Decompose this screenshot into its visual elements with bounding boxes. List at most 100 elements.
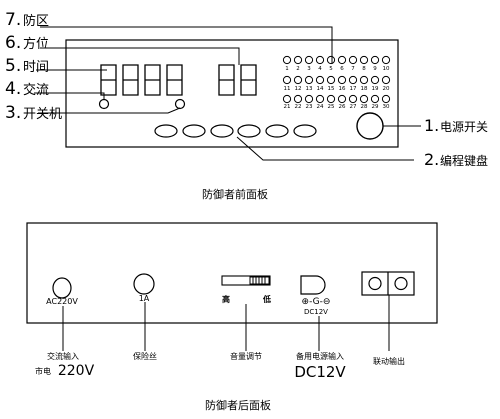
back-leader-lines (62, 295, 390, 351)
zone-led (326, 94, 336, 104)
backup-power-text: 备用电源输入 (296, 351, 344, 361)
zone-number-label: 20 (383, 86, 390, 92)
zone-led (381, 94, 391, 104)
volume-high-label: 高 (222, 294, 230, 304)
zone-number-label: 8 (362, 66, 366, 72)
zone-led (359, 55, 369, 65)
dc12v-connector[interactable] (300, 275, 326, 295)
zone-number-label: 18 (361, 86, 368, 92)
zone-led (293, 75, 303, 85)
dc-polarity-label: ⊕-G-⊖ (302, 297, 331, 307)
linkage-output-terminal[interactable] (361, 271, 415, 296)
callout-ac-text: 交流 (23, 82, 49, 98)
time-display (100, 64, 183, 96)
callout-keypad-number: 2. (424, 150, 439, 169)
zone-number-label: 11 (284, 86, 291, 92)
zone-led (282, 55, 292, 65)
zone-led (282, 75, 292, 85)
zone-number-label: 27 (350, 104, 357, 110)
zone-led (326, 55, 336, 65)
zone-led (370, 75, 380, 85)
zone-led (348, 94, 358, 104)
zone-number-label: 22 (295, 104, 302, 110)
programming-keypad[interactable] (154, 124, 317, 138)
callout-power-on-text: 开关机 (23, 107, 62, 122)
keypad-key[interactable] (154, 124, 178, 138)
volume-text: 音量调节 (230, 351, 262, 361)
zone-led (315, 55, 325, 65)
zone-led (282, 94, 292, 104)
callout-time-number: 5. (5, 56, 21, 76)
zone-number-label: 3 (307, 66, 311, 72)
zone-number-label: 19 (372, 86, 379, 92)
zone-led (370, 55, 380, 65)
zone-led (293, 55, 303, 65)
volume-low-label: 低 (262, 294, 271, 304)
ac-port-label: AC220V (46, 297, 78, 306)
mains-prefix-text: 市电 (35, 366, 51, 376)
callout-keypad-text: 编程键盘 (440, 153, 488, 168)
zone-number-label: 9 (373, 66, 377, 72)
zone-led (381, 75, 391, 85)
callout-zone-number: 7. (5, 10, 21, 30)
fuse-text: 保险丝 (133, 351, 157, 361)
zone-led (304, 94, 314, 104)
ac-input-text: 交流输入 (47, 351, 79, 361)
zone-number-label: 24 (317, 104, 324, 110)
ac-power-socket[interactable] (52, 277, 72, 299)
zone-number-label: 30 (383, 104, 390, 110)
zone-led (315, 75, 325, 85)
zone-led (359, 75, 369, 85)
volume-slider-handle[interactable] (249, 276, 270, 285)
keypad-key[interactable] (265, 124, 289, 138)
backup-voltage-text: DC12V (294, 363, 346, 381)
zone-number-label: 12 (295, 86, 302, 92)
zone-led (381, 55, 391, 65)
zone-number-label: 5 (329, 66, 333, 72)
zone-number-label: 17 (350, 86, 357, 92)
volume-slider-track[interactable] (221, 275, 271, 286)
zone-led (326, 75, 336, 85)
callout-power-switch-text: 电源开关 (440, 120, 488, 134)
ac-indicator-light (98, 98, 110, 110)
callout-direction-text: 方位 (23, 36, 49, 52)
callout-time-text: 时间 (23, 60, 49, 75)
zone-led (370, 94, 380, 104)
zone-number-label: 25 (328, 104, 335, 110)
keypad-key[interactable] (293, 124, 317, 138)
linkage-output-text: 联动输出 (373, 356, 405, 366)
keypad-key[interactable] (237, 124, 261, 138)
zone-number-label: 13 (306, 86, 313, 92)
zone-number-label: 1 (285, 66, 289, 72)
zone-number-label: 7 (351, 66, 355, 72)
zone-led (293, 94, 303, 104)
zone-number-label: 14 (317, 86, 324, 92)
mains-voltage-text: 220V (58, 363, 95, 379)
callout-ac-number: 4. (5, 79, 21, 99)
callout-direction-number: 6. (5, 33, 21, 53)
zone-led (315, 94, 325, 104)
zone-led (337, 94, 347, 104)
callout-power-on-number: 3. (5, 103, 21, 123)
keypad-key[interactable] (210, 124, 234, 138)
zone-number-label: 2 (296, 66, 300, 72)
fuse-holder[interactable] (133, 273, 155, 295)
zone-number-label: 23 (306, 104, 313, 110)
zone-number-label: 21 (284, 104, 291, 110)
zone-number-label: 10 (383, 66, 390, 72)
zone-number-label: 29 (372, 104, 379, 110)
zone-led (359, 94, 369, 104)
direction-display (218, 64, 257, 96)
callout-power-switch-number: 1. (424, 116, 439, 135)
zone-number-label: 26 (339, 104, 346, 110)
power-switch-knob[interactable] (356, 112, 384, 140)
callout-zone-text: 防区 (23, 13, 49, 29)
power-indicator-light (174, 98, 186, 110)
front-leader-lines (34, 26, 421, 161)
zone-led (348, 55, 358, 65)
keypad-key[interactable] (182, 124, 206, 138)
back-panel-caption: 防御者后面板 (205, 398, 271, 412)
front-panel-caption: 防御者前面板 (202, 187, 268, 201)
zone-led (337, 75, 347, 85)
